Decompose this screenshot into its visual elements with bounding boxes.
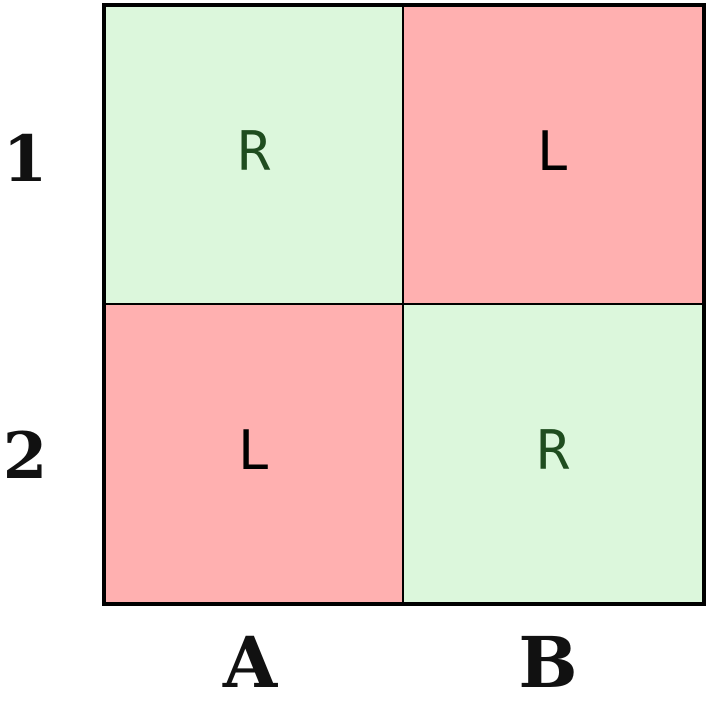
- cell-2-a: L: [106, 304, 404, 602]
- column-label-a: A: [222, 621, 278, 704]
- grid: R L L R: [102, 3, 706, 606]
- cell-2-b: R: [404, 304, 702, 602]
- cell-1-b: L: [404, 7, 702, 305]
- column-label-b: B: [518, 621, 578, 704]
- cell-1-a: R: [106, 7, 404, 305]
- row-label-2: 2: [2, 419, 48, 494]
- row-label-1: 1: [2, 122, 48, 197]
